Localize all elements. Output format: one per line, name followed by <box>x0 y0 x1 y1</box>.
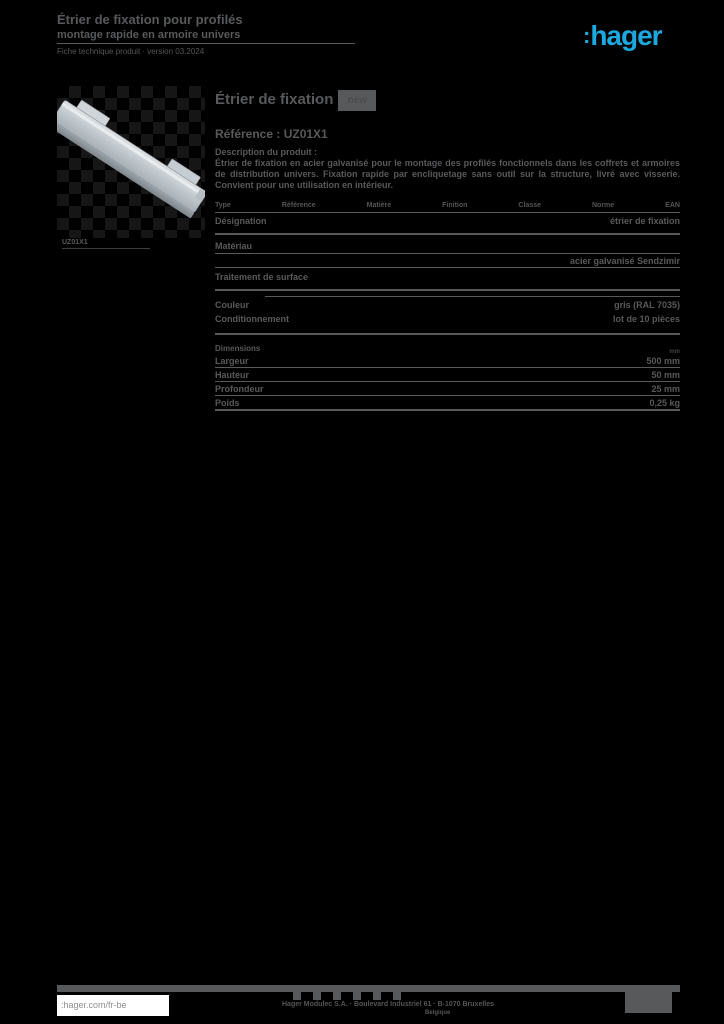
spec-label: Désignation <box>215 216 267 226</box>
twitter-icon <box>313 992 321 1000</box>
product-image <box>48 86 208 238</box>
dimensions-heading: Dimensions <box>215 344 261 353</box>
spec-row: Couleur gris (RAL 7035) <box>215 300 680 310</box>
spec-label: Profondeur <box>215 384 264 394</box>
doc-title-line2: montage rapide en armoire univers <box>57 29 241 41</box>
spec-col-label: Matière <box>366 202 392 209</box>
spec-value: 25 mm <box>651 384 680 394</box>
separator-rule <box>215 289 680 291</box>
spec-row: Désignation étrier de fixation <box>215 216 680 226</box>
product-reference-caption: UZ01X1 <box>62 239 88 246</box>
spec-label: Conditionnement <box>215 314 289 324</box>
spec-column: Étrier de fixation new Référence : UZ01X… <box>215 0 680 1024</box>
logo-colon-icon: : <box>583 23 590 48</box>
spec-col-label: Finition <box>442 202 468 209</box>
separator-rule <box>215 253 680 254</box>
description-heading: Description du produit : <box>215 147 317 157</box>
spec-row: Conditionnement lot de 10 pièces <box>215 314 680 324</box>
spec-row: Traitement de surface <box>215 272 455 282</box>
spec-value: lot de 10 pièces <box>612 314 680 324</box>
product-description: Étrier de fixation en acier galvanisé po… <box>215 158 680 190</box>
separator-rule <box>215 381 680 382</box>
doc-title-line1: Étrier de fixation pour profilés <box>57 12 243 27</box>
linkedin-icon <box>333 992 341 1000</box>
footer-country: Belgique <box>425 1010 451 1016</box>
separator-rule <box>265 296 680 297</box>
spec-label: Hauteur <box>215 370 250 380</box>
spec-row: Poids 0,25 kg <box>215 398 680 408</box>
product-title: Étrier de fixation <box>215 91 334 108</box>
spec-value: acier galvanisé Sendzimir <box>569 256 680 266</box>
spec-label: Matériau <box>215 241 253 251</box>
spec-col-label: Norme <box>591 202 615 209</box>
logo-text: hager <box>590 20 662 51</box>
footer-website-link[interactable]: :hager.com/fr-be <box>57 995 169 1016</box>
separator-rule <box>215 267 680 268</box>
spec-value: 50 mm <box>651 370 680 380</box>
spec-label: Traitement de surface <box>215 272 309 282</box>
spec-row: Matériau <box>215 241 680 251</box>
separator-rule <box>215 333 680 335</box>
facebook-icon <box>293 992 301 1000</box>
footer-qr-block <box>625 990 672 1013</box>
spec-row: acier galvanisé Sendzimir <box>215 256 680 266</box>
youtube-icon <box>353 992 361 1000</box>
doc-meta-line: Fiche technique produit · version 03.202… <box>57 47 205 56</box>
footer-company-line: Hager Modulec S.A. · Boulevard Industrie… <box>282 1001 495 1008</box>
spec-value: gris (RAL 7035) <box>614 300 680 310</box>
instagram-icon <box>373 992 381 1000</box>
separator-rule <box>215 367 680 368</box>
spec-value: 500 mm <box>646 356 680 366</box>
spec-label: Couleur <box>215 300 250 310</box>
separator-rule <box>215 233 680 235</box>
spec-value: 0,25 kg <box>649 398 680 408</box>
new-badge: new <box>338 90 377 111</box>
spec-columns-row: Type Référence Matière Finition Classe N… <box>215 202 680 209</box>
unit-label: mm <box>669 349 680 355</box>
product-title-row: Étrier de fixation new <box>215 90 377 111</box>
spec-row: Hauteur 50 mm <box>215 370 680 380</box>
spec-col-label: Type <box>215 202 231 209</box>
spec-value: étrier de fixation <box>609 216 680 226</box>
footer-icons-row <box>293 992 401 1000</box>
hager-logo: :hager <box>583 20 663 52</box>
separator-rule <box>215 409 680 411</box>
spec-label: Poids <box>215 398 240 408</box>
spec-col-label: EAN <box>665 202 680 209</box>
mail-icon <box>393 992 401 1000</box>
separator-rule <box>215 395 680 396</box>
header-divider <box>57 43 355 44</box>
product-subtitle: Référence : UZ01X1 <box>215 127 328 141</box>
spec-label: Largeur <box>215 356 249 366</box>
separator-rule <box>215 212 680 213</box>
spec-row: Largeur 500 mm <box>215 356 680 366</box>
caption-underline <box>62 248 150 249</box>
spec-col-label: Référence <box>281 202 316 209</box>
footer-bar <box>57 985 680 992</box>
spec-row: Profondeur 25 mm <box>215 384 680 394</box>
spec-col-label: Classe <box>518 202 541 209</box>
bracket-illustration <box>48 100 208 219</box>
